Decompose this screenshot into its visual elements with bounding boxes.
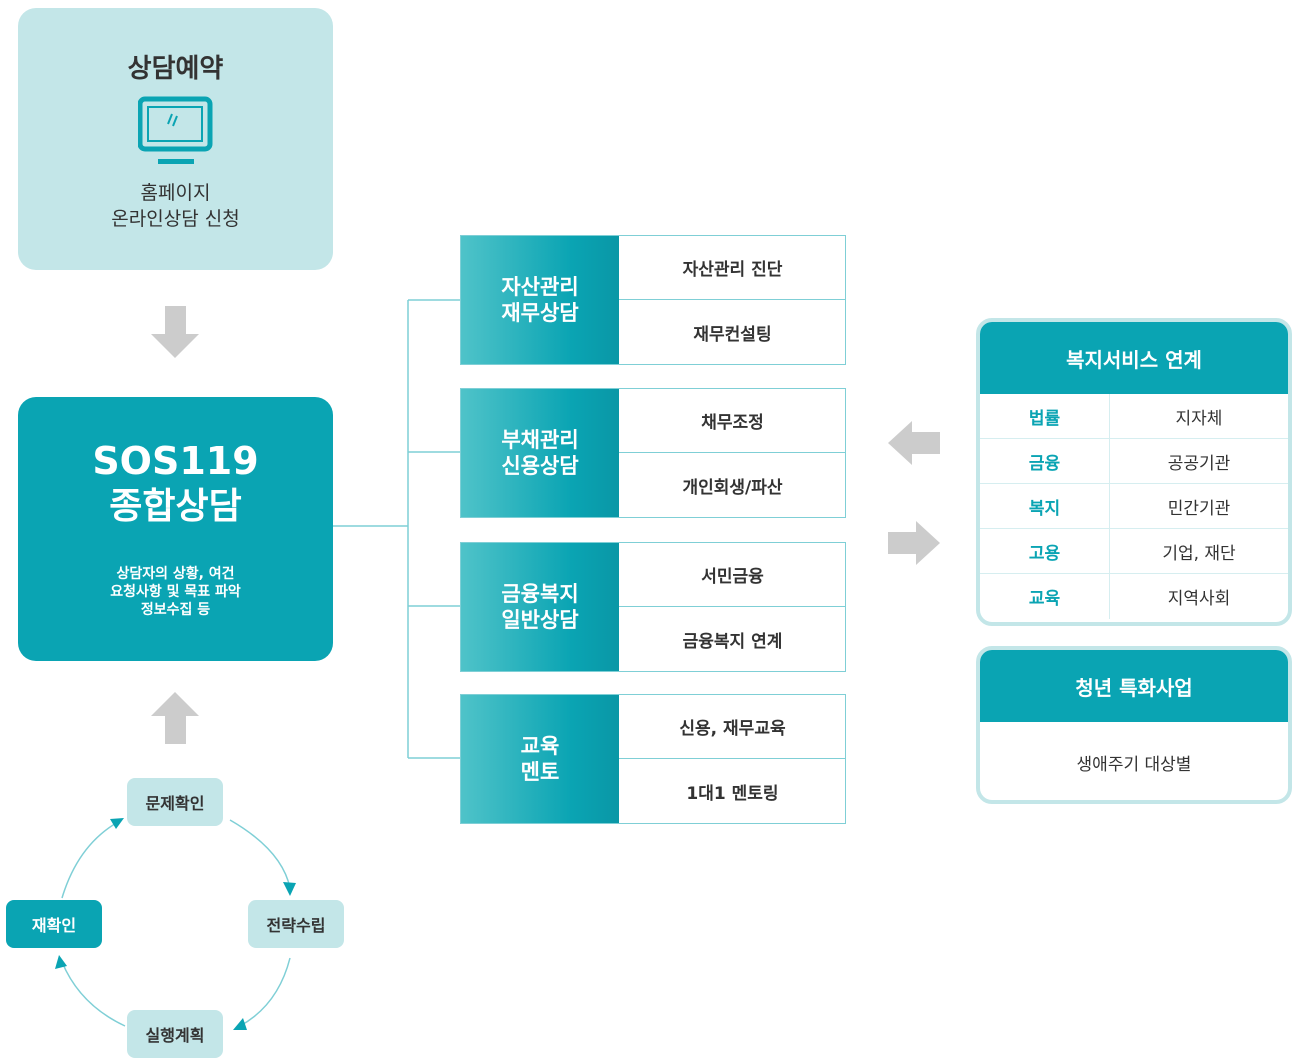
- arrow-down-icon: [151, 306, 199, 358]
- category-label: 부채관리 신용상담: [461, 389, 619, 517]
- category-sub-item: 금융복지 연계: [682, 632, 783, 652]
- youth-program-panel: 청년 특화사업 생애주기 대상별: [976, 646, 1292, 804]
- category-sub-item: 재무컨설팅: [693, 325, 772, 345]
- category-sub-item: 채무조정: [619, 389, 846, 453]
- welfare-partner: 지역사회: [1167, 589, 1231, 609]
- welfare-field: 복지: [980, 484, 1110, 528]
- welfare-partner: 기업, 재단: [1162, 543, 1236, 564]
- cycle-arrowhead-icon: [283, 882, 296, 896]
- sos-title: SOS119: [92, 439, 259, 483]
- category-education: 교육 멘토 신용, 재무교육 1대1 멘토링: [460, 694, 846, 824]
- sos-desc-line: 상담자의 상황, 여건: [116, 566, 235, 582]
- reservation-box: 상담예약 홈페이지 온라인상담 신청: [18, 8, 333, 270]
- cycle-step-recheck: 재확인: [6, 900, 102, 948]
- sos-subtitle: 종합상담: [109, 486, 242, 527]
- welfare-row: 법률 지자체: [980, 394, 1288, 439]
- category-welfare: 금융복지 일반상담 서민금융 금융복지 연계: [460, 542, 846, 672]
- welfare-field: 교육: [980, 574, 1110, 619]
- sos-desc-line: 정보수집 등: [140, 602, 211, 618]
- welfare-partner: 지자체: [1175, 408, 1223, 429]
- cycle-arrows: [61, 819, 291, 1027]
- category-label: 자산관리 재무상담: [461, 236, 619, 364]
- category-sub-item: 개인회생/파산: [682, 478, 783, 498]
- cycle-arrowhead-icon: [55, 955, 67, 969]
- arrow-left-icon: [888, 421, 940, 465]
- reservation-desc-line: 홈페이지: [140, 182, 211, 204]
- category-asset: 자산관리 재무상담 자산관리 진단 재무컨설팅: [460, 235, 846, 365]
- cycle-arrowhead-icon: [233, 1018, 247, 1030]
- welfare-field: 금융: [980, 439, 1110, 483]
- welfare-row: 고용 기업, 재단: [980, 529, 1288, 574]
- cycle-step-strategy: 전략수립: [248, 900, 344, 948]
- category-debt: 부채관리 신용상담 채무조정 개인회생/파산: [460, 388, 846, 518]
- category-label-line: 교육: [520, 734, 560, 758]
- category-label: 교육 멘토: [461, 695, 619, 823]
- category-label-line: 신용상담: [501, 454, 579, 478]
- category-label: 금융복지 일반상담: [461, 543, 619, 671]
- youth-panel-title: 청년 특화사업: [980, 650, 1288, 722]
- category-sub-item: 자산관리 진단: [619, 236, 846, 300]
- reservation-title: 상담예약: [127, 54, 224, 84]
- category-label-line: 재무상담: [501, 301, 579, 325]
- category-sub-item: 1대1 멘토링: [686, 784, 779, 804]
- welfare-row: 복지 민간기관: [980, 484, 1288, 529]
- sos-description: 상담자의 상황, 여건 요청사항 및 목표 파악 정보수집 등: [18, 565, 333, 619]
- welfare-partner: 공공기관: [1167, 453, 1231, 474]
- category-label-line: 일반상담: [501, 608, 579, 632]
- tree-connector: [333, 299, 460, 759]
- youth-panel-body: 생애주기 대상별: [1076, 754, 1192, 775]
- category-label-line: 금융복지: [501, 582, 579, 606]
- reservation-desc-line: 온라인상담 신청: [111, 208, 240, 230]
- cycle-step-problem: 문제확인: [127, 778, 223, 826]
- category-label-line: 자산관리: [501, 275, 579, 299]
- arrow-right-icon: [888, 521, 940, 565]
- category-label-line: 멘토: [520, 760, 560, 784]
- welfare-panel-title: 복지서비스 연계: [980, 322, 1288, 394]
- welfare-field: 고용: [980, 529, 1110, 573]
- arrow-up-icon: [151, 692, 199, 744]
- category-sub-item: 신용, 재무교육: [619, 695, 846, 759]
- welfare-row: 금융 공공기관: [980, 439, 1288, 484]
- sos-desc-line: 요청사항 및 목표 파악: [110, 584, 241, 600]
- reservation-description: 홈페이지 온라인상담 신청: [18, 180, 333, 232]
- welfare-partner: 민간기관: [1167, 498, 1231, 519]
- welfare-service-panel: 복지서비스 연계 법률 지자체 금융 공공기관 복지 민간기관 고용 기업, 재…: [976, 318, 1292, 626]
- cycle-arrowhead-icon: [110, 818, 124, 829]
- category-sub-item: 서민금융: [619, 543, 846, 607]
- welfare-field: 법률: [980, 394, 1110, 438]
- sos-center-box: SOS119 종합상담 상담자의 상황, 여건 요청사항 및 목표 파악 정보수…: [18, 397, 333, 661]
- category-label-line: 부채관리: [501, 428, 579, 452]
- welfare-row: 교육 지역사회: [980, 574, 1288, 619]
- cycle-step-plan: 실행계획: [127, 1010, 223, 1058]
- monitor-icon: [138, 96, 213, 164]
